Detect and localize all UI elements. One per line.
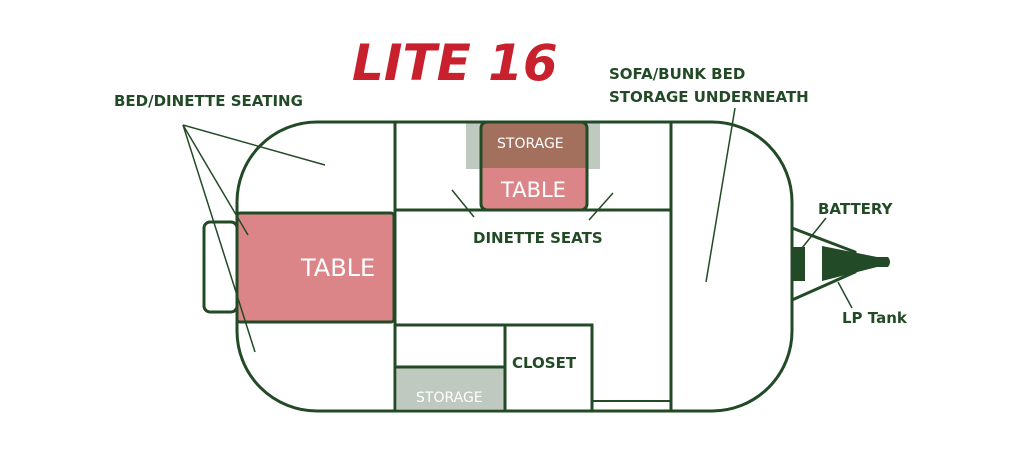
storage-top-area xyxy=(481,123,587,169)
label-dinette-seats: DINETTE SEATS xyxy=(473,229,603,247)
label-sofa-bunk-bed: SOFA/BUNK BED xyxy=(609,65,745,83)
label-closet: CLOSET xyxy=(512,354,577,372)
pointer-dinette-2 xyxy=(588,192,614,221)
pointer-bed-1 xyxy=(182,124,326,166)
pointer-bed-2 xyxy=(182,124,249,236)
closet-block xyxy=(395,323,594,411)
label-dinette-table: TABLE xyxy=(500,178,566,202)
lp-tank-icon xyxy=(822,246,890,281)
label-bed-dinette-seating: BED/DINETTE SEATING xyxy=(114,92,303,110)
label-storage-top: STORAGE xyxy=(497,136,564,152)
rear-bumper xyxy=(202,220,239,314)
storage-bottom-area xyxy=(397,367,505,409)
pointer-lp xyxy=(837,281,853,309)
pointer-dinette-1 xyxy=(451,189,475,218)
battery-icon xyxy=(792,247,805,281)
label-main-table: TABLE xyxy=(300,254,375,282)
label-battery: BATTERY xyxy=(818,200,894,218)
dinette-table xyxy=(481,168,587,210)
pointer-battery xyxy=(801,217,827,249)
dinette-box xyxy=(479,120,589,212)
pointer-bed-3 xyxy=(182,124,256,353)
label-lp-tank: LP Tank xyxy=(842,309,908,327)
model-title: LITE 16 xyxy=(352,34,558,92)
label-storage-bottom: STORAGE xyxy=(416,390,483,406)
pointer-sofa xyxy=(705,107,736,283)
label-storage-underneath: STORAGE UNDERNEATH xyxy=(609,88,809,106)
